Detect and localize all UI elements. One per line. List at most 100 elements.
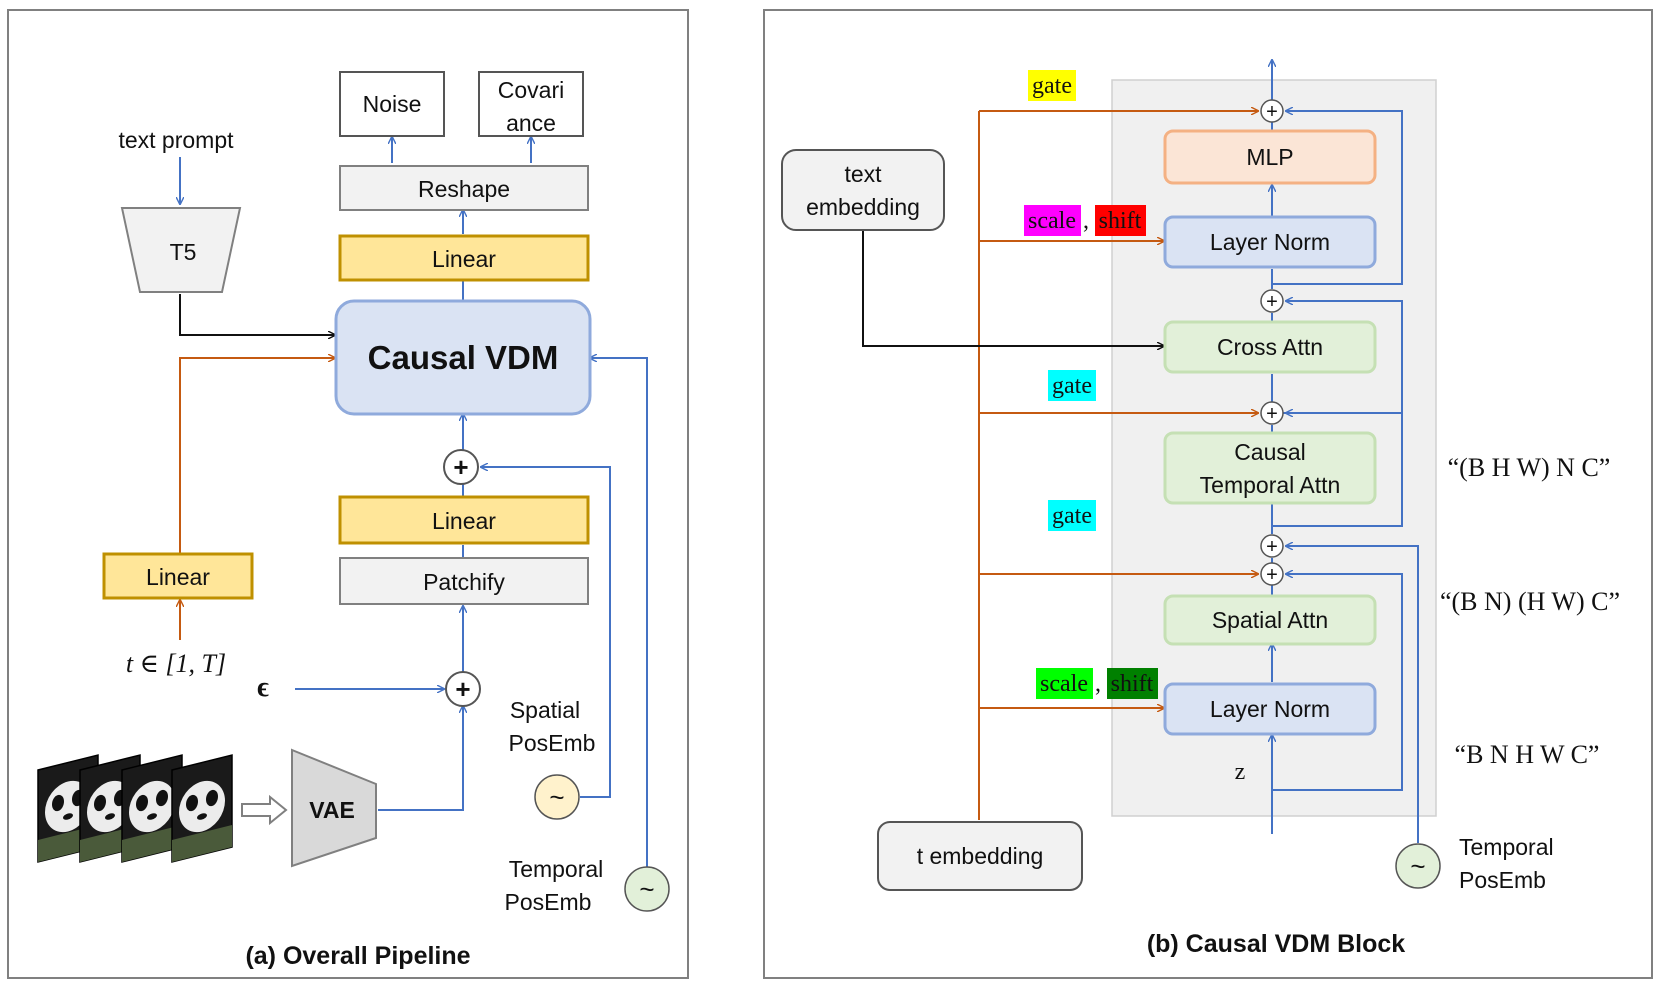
- plus-circle-cross: [1260, 289, 1284, 313]
- spatial-posemb-line1: Spatial: [510, 697, 580, 723]
- covariance-label-line2: ance: [506, 110, 556, 136]
- layer-norm-bottom-label: Layer Norm: [1210, 696, 1330, 722]
- mlp-label: MLP: [1246, 144, 1293, 170]
- arrow-linear-to-vdm: [179, 358, 335, 553]
- plus-sign-spatial: +: [1266, 564, 1278, 586]
- temporal-posemb-b-line2: PosEmb: [1459, 867, 1546, 893]
- plus-circle-posemb: [1260, 534, 1284, 558]
- temporal-posemb-b-line1: Temporal: [1459, 834, 1554, 860]
- shift-top-highlight: [1095, 205, 1146, 236]
- arrow-text-embedding-to-cross: [862, 230, 1164, 346]
- patchify-box: [339, 557, 589, 605]
- noise-label: Noise: [363, 91, 422, 117]
- text-embedding-line1: text: [844, 161, 882, 187]
- causal-temporal-attn-box: [1163, 431, 1377, 505]
- gate-top-highlight: [1028, 70, 1076, 101]
- vae-encoder-shape: [291, 748, 377, 868]
- temporal-posemb-a-line2: PosEmb: [505, 889, 592, 915]
- gate-mid-label: gate: [1052, 373, 1092, 399]
- layer-norm-top-box: [1163, 215, 1377, 269]
- t-range-label: t ∈ [1, T]: [126, 649, 226, 678]
- cross-attn-label: Cross Attn: [1217, 334, 1323, 360]
- causal-vdm-box: [334, 299, 592, 416]
- plus-circle-mlp: [1260, 99, 1284, 123]
- plus-symbol-lower: +: [455, 674, 470, 704]
- scale-bottom-label: scale: [1040, 671, 1088, 697]
- causal-vdm-label: Causal VDM: [368, 339, 559, 376]
- vae-label: VAE: [309, 797, 355, 823]
- noise-box: [339, 71, 445, 137]
- temporal-posemb-a-line1: Temporal: [509, 856, 604, 882]
- plus-circle-temporal: [1260, 401, 1284, 425]
- shift-bottom-highlight: [1107, 668, 1158, 699]
- covariance-box: [478, 71, 584, 137]
- temporal-posemb-a-tilde-icon: ~: [639, 874, 654, 904]
- plus-sign-cross: +: [1266, 291, 1278, 313]
- hollow-arrow-icon: [241, 794, 288, 826]
- linear-mid-box: [338, 495, 590, 545]
- patchify-label: Patchify: [423, 569, 505, 595]
- spatial-attn-box: [1163, 594, 1377, 646]
- t-embedding-label: t embedding: [917, 843, 1044, 869]
- z-label: z: [1235, 759, 1246, 785]
- temporal-posemb-a-circle: [624, 866, 670, 912]
- layer-norm-top-label: Layer Norm: [1210, 229, 1330, 255]
- shift-top-label: shift: [1099, 208, 1142, 234]
- text-embedding-line2: embedding: [806, 194, 920, 220]
- t-embedding-box: [877, 821, 1083, 891]
- arrow-spatial-posemb: [481, 467, 611, 798]
- spatial-posemb-line2: PosEmb: [509, 730, 596, 756]
- reshape-label: Reshape: [418, 176, 510, 202]
- plus-symbol-upper: +: [453, 452, 468, 482]
- temporal-posemb-b-tilde-icon: ~: [1410, 851, 1425, 881]
- spatial-posemb-circle: [534, 774, 580, 820]
- video-frames-icon: [37, 754, 233, 863]
- causal-temporal-line2: Temporal Attn: [1200, 472, 1341, 498]
- arrow-vae-to-plus: [378, 706, 463, 811]
- comma-top: ,: [1083, 208, 1089, 234]
- causal-temporal-line1: Causal: [1234, 439, 1306, 465]
- scale-bottom-highlight: [1036, 668, 1093, 699]
- gate-mid-highlight: [1048, 370, 1096, 401]
- arrow-temporal-posemb: [590, 358, 648, 869]
- gate-low-label: gate: [1052, 503, 1092, 529]
- cross-attn-box: [1163, 320, 1377, 374]
- text-embedding-box: [781, 149, 945, 231]
- mlp-box: [1163, 129, 1377, 185]
- plus-circles-b: [1260, 99, 1284, 586]
- arrow-t5-to-vdm: [179, 294, 335, 335]
- t5-encoder-shape: [120, 207, 242, 293]
- plus-sign-temporal: +: [1266, 403, 1278, 425]
- plus-sign-posemb: +: [1266, 536, 1278, 558]
- linear-left-label: Linear: [146, 564, 210, 590]
- panel-a-caption: (a) Overall Pipeline: [245, 942, 470, 970]
- layer-norm-bottom-box: [1163, 682, 1377, 736]
- linear-mid-label: Linear: [432, 508, 496, 534]
- residual-spatial: [1272, 574, 1403, 791]
- covariance-label-line1: Covari: [498, 77, 564, 103]
- shape-temporal-label: “(B H W) N C”: [1448, 453, 1611, 482]
- spatial-posemb-tilde-icon: ~: [549, 782, 564, 812]
- panel-b-caption: (b) Causal VDM Block: [1147, 930, 1405, 958]
- shape-spatial-label: “(B N) (H W) C”: [1440, 587, 1620, 616]
- spatial-attn-label: Spatial Attn: [1212, 607, 1328, 633]
- linear-left-box: [102, 552, 254, 600]
- linear-top-label: Linear: [432, 246, 496, 272]
- shape-input-label: “B N H W C”: [1455, 740, 1600, 769]
- plus-circle-lower: [445, 671, 481, 707]
- epsilon-label: ϵ: [257, 672, 269, 703]
- gate-top-label: gate: [1032, 73, 1072, 99]
- reshape-box: [339, 165, 589, 211]
- plus-circle-spatial: [1260, 562, 1284, 586]
- temporal-posemb-b-circle: [1395, 843, 1441, 889]
- linear-top-box: [338, 234, 590, 282]
- text-prompt-label: text prompt: [118, 127, 234, 153]
- plus-sign-mlp: +: [1266, 101, 1278, 123]
- gate-low-highlight: [1048, 500, 1096, 531]
- residual-cross: [1272, 301, 1403, 414]
- scale-top-label: scale: [1028, 208, 1076, 234]
- plus-circle-upper: [443, 449, 479, 485]
- comma-bottom: ,: [1095, 671, 1101, 697]
